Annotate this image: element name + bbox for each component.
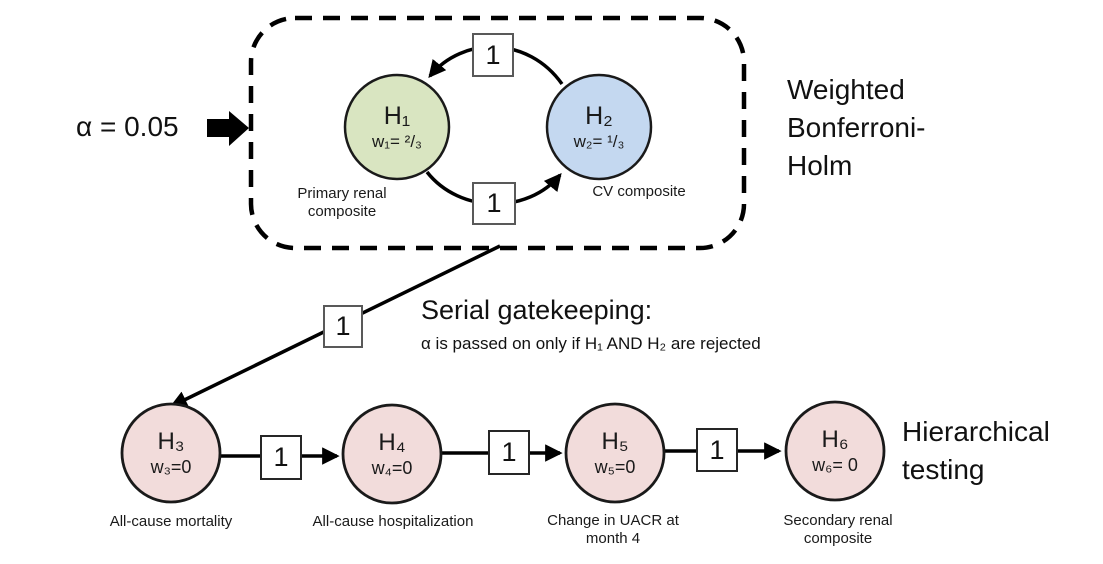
node-h2-caption: CV composite (592, 183, 686, 200)
hierarchical-title: Hierarchical testing (902, 416, 1050, 486)
edge-weight-gate-h3: 1 (335, 311, 351, 341)
node-h1-label: H₁ (383, 101, 411, 130)
node-h4-caption: All-cause hospitalization (312, 513, 474, 530)
node-h4-label: H₄ (378, 428, 406, 456)
node-h4-circle (341, 403, 443, 505)
node-h5-caption: Change in UACR at month 4 (547, 512, 679, 547)
node-h1-text: H₁ w₁= ²/₃ (372, 101, 422, 151)
gatekeeping-subtitle: α is passed on only if H₁ AND H₂ are rej… (421, 334, 761, 353)
alpha-label: α = 0.05 (76, 111, 179, 142)
node-h4-weight: w₄=0 (371, 457, 413, 478)
edge-weight-box-gate-h3: 1 (323, 305, 363, 348)
node-h2-label: H₂ (585, 101, 613, 130)
edge-weight-box-h4-h5: 1 (488, 430, 530, 475)
edge-weight-h2-h1: 1 (485, 39, 501, 70)
node-h1-weight: w₁= ²/₃ (372, 131, 422, 151)
node-h5-text: H₅ w₅=0 (594, 427, 636, 477)
alpha-arrow-icon (207, 111, 249, 146)
node-h6-label: H₆ (821, 425, 849, 453)
node-h3-label: H₃ (157, 427, 185, 455)
node-h6-weight: w₆= 0 (812, 454, 858, 475)
node-h1-circle (343, 73, 451, 181)
node-h3-weight: w₃=0 (150, 456, 192, 477)
bonferroni-dashed-box (248, 15, 747, 251)
node-h1-caption: Primary renal composite (297, 185, 387, 220)
edge-weight-box-h2-h1: 1 (472, 33, 514, 77)
node-h3-text: H₃ w₃=0 (150, 427, 192, 477)
node-h6-caption: Secondary renal composite (783, 512, 893, 547)
edge-weight-box-h3-h4: 1 (260, 435, 302, 480)
node-h2-circle (545, 73, 653, 181)
gatekeeping-title: Serial gatekeeping: (421, 295, 653, 325)
node-h6-text: H₆ w₆= 0 (812, 425, 858, 475)
node-h6-circle (784, 400, 886, 502)
edge-weight-h3-h4: 1 (273, 442, 289, 472)
node-h4-text: H₄ w₄=0 (371, 428, 413, 478)
bonferroni-title: Weighted Bonferroni-Holm (787, 74, 926, 182)
node-h5-weight: w₅=0 (594, 456, 636, 477)
edge-weight-box-h1-h2: 1 (472, 182, 516, 225)
edge-weight-box-h5-h6: 1 (696, 428, 738, 472)
node-h3-circle (120, 402, 222, 504)
node-h2-text: H₂ w₂= ¹/₃ (573, 101, 625, 151)
node-h3-caption: All-cause mortality (109, 513, 233, 530)
node-h5-label: H₅ (601, 427, 629, 455)
node-h2-weight: w₂= ¹/₃ (573, 131, 625, 151)
edge-weight-h4-h5: 1 (501, 437, 517, 467)
edge-weight-h1-h2: 1 (486, 188, 502, 218)
node-h5-circle (564, 402, 666, 504)
edge-weight-h5-h6: 1 (709, 434, 725, 465)
